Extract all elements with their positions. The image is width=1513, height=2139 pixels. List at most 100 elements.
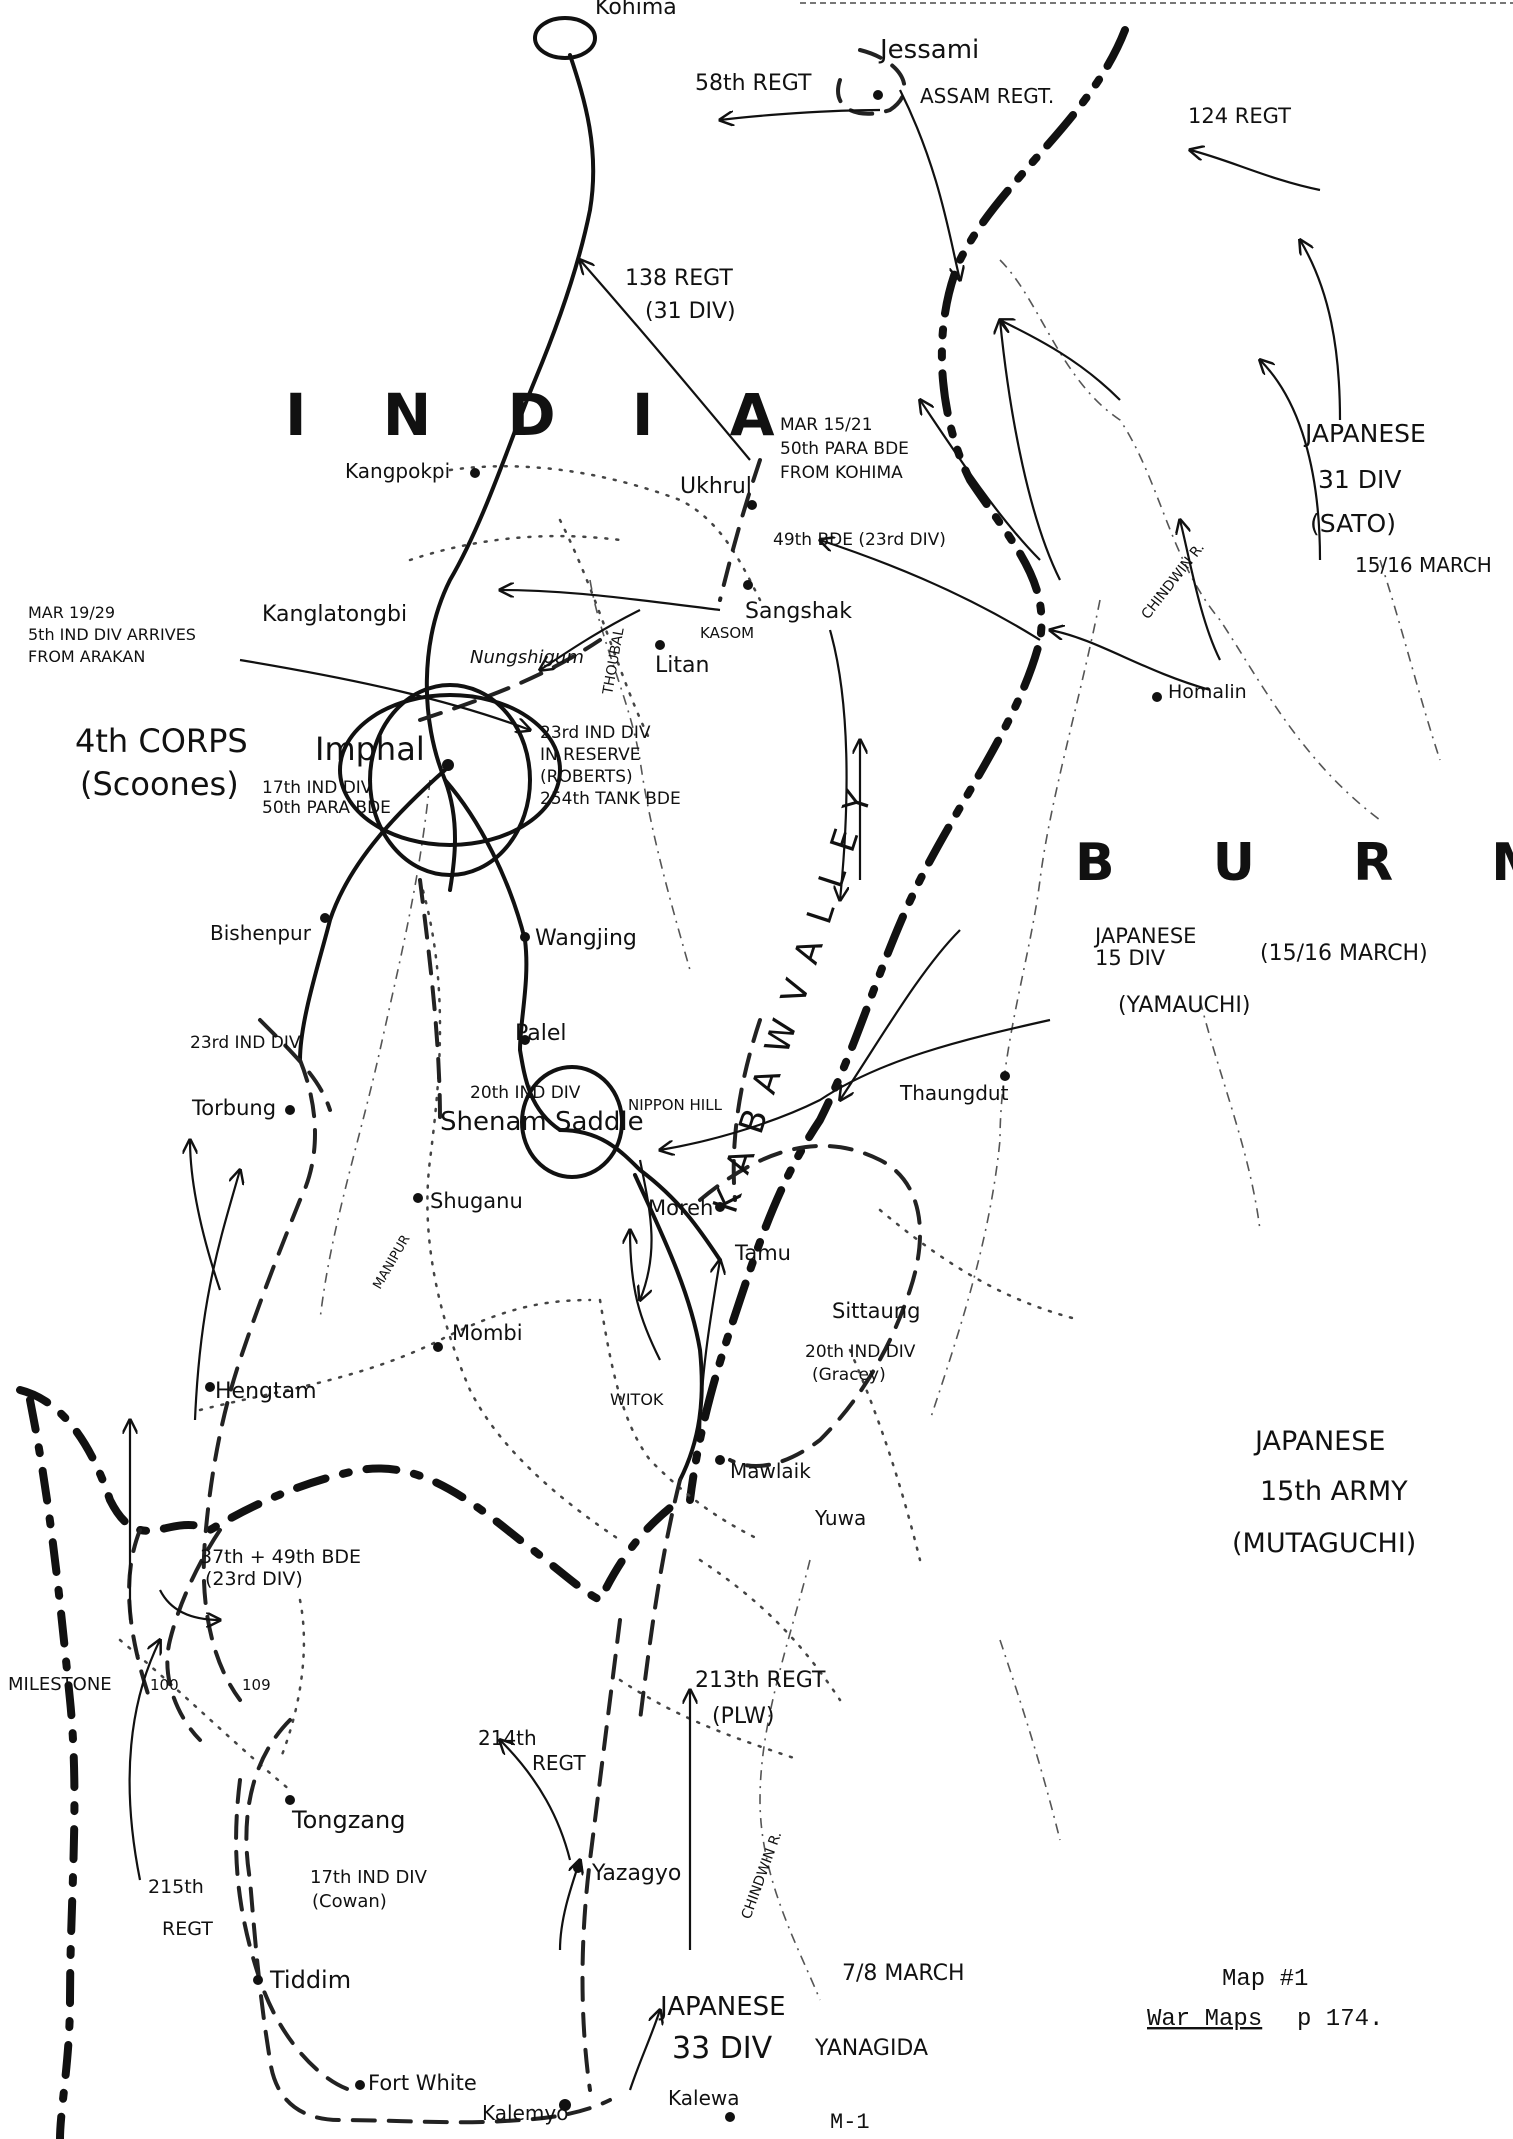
note-5th-div-line-2: 5th IND DIV ARRIVES — [28, 625, 196, 644]
unit-58th-regt: 58th REGT — [695, 71, 812, 96]
town-dot — [873, 90, 883, 100]
unit-49th-bde: 49th BDE (23rd DIV) — [773, 530, 946, 550]
town-dot — [715, 1202, 725, 1212]
town-dot — [743, 580, 753, 590]
label-milestone: MILESTONE — [8, 1674, 112, 1695]
place-tiddim: Tiddim — [269, 1966, 351, 1994]
place-mombi: Mombi — [452, 1321, 523, 1345]
frontier-line — [16, 1386, 684, 1606]
international-border — [16, 26, 1129, 2139]
town-dot — [655, 640, 665, 650]
trail-line — [698, 1558, 842, 1702]
caption-war-maps: War Maps — [1147, 2006, 1262, 2033]
trail-line — [408, 534, 622, 562]
defence-rings — [338, 16, 624, 1179]
place-shenam-saddle: Shenam Saddle — [440, 1107, 644, 1137]
place-nippon-hill: NIPPON HILL — [628, 1096, 723, 1114]
arrow-5th-ind-div — [239, 658, 530, 730]
place-yazagyo: Yazagyo — [591, 1861, 681, 1886]
unit-23rd-reserve-4: 254th TANK BDE — [540, 789, 681, 809]
place-homalin: Homalin — [1168, 681, 1247, 703]
unit-20th-south-2: (Gracey) — [812, 1365, 886, 1385]
army-line-1: JAPANESE — [1253, 1426, 1385, 1457]
jp-31-line-2: 31 DIV — [1318, 465, 1401, 494]
river-line — [759, 1559, 821, 2001]
unit-37th-bde-2: (23rd DIV) — [205, 1568, 303, 1590]
town-dot — [747, 500, 757, 510]
arrow — [540, 609, 641, 670]
unit-215-regt-1: 215th — [148, 1876, 204, 1898]
unit-17th-ind-div-imphal: 17th IND DIV — [262, 778, 373, 798]
place-nungshigum: Nungshigum — [470, 647, 584, 668]
track-ukhrul-sangshak — [718, 458, 762, 602]
track-dashed — [731, 1018, 762, 1202]
place-jessami: Jessami — [878, 35, 979, 65]
trail-line — [278, 1598, 306, 1762]
unit-213-regt-1: 213th REGT — [695, 1668, 826, 1693]
town-dot — [413, 1193, 423, 1203]
imphal-ring — [368, 683, 532, 877]
arrow-58th-regt — [720, 108, 881, 120]
place-moreh: Moreh — [648, 1196, 713, 1220]
track-tamu-sittaung — [698, 1143, 922, 1468]
note-para-line-3: FROM KOHIMA — [780, 463, 903, 483]
place-shuganu: Shuganu — [430, 1189, 523, 1213]
unit-23rd-reserve-2: IN RESERVE — [540, 745, 640, 765]
place-imphal: Imphal — [315, 730, 425, 768]
movement-arrows — [128, 89, 1342, 2091]
arrow — [1000, 320, 1061, 581]
town-dot — [559, 2099, 571, 2111]
shenam-ring — [520, 1065, 624, 1179]
place-kohima: Kohima — [595, 0, 677, 20]
note-5th-div-line-3: FROM ARAKAN — [28, 647, 145, 666]
track-dashed — [418, 878, 442, 1122]
place-kanglatongbi: Kanglatongbi — [262, 602, 407, 627]
road-imphal-bishenpur — [298, 768, 447, 1062]
arrow — [1050, 630, 1211, 692]
arrow — [193, 1170, 240, 1421]
town-dot — [573, 1863, 583, 1873]
jp-15-date: (15/16 MARCH) — [1260, 941, 1428, 966]
note-para-line-2: 50th PARA BDE — [780, 439, 909, 459]
jp-15-line-3: (YAMAUCHI) — [1118, 993, 1250, 1018]
arrow — [1000, 320, 1121, 401]
arrow — [920, 400, 1041, 561]
river-line — [1379, 559, 1441, 761]
arrow-jp-15-div — [660, 1018, 1051, 1150]
track-tiddim-kalemyo — [244, 1718, 612, 2125]
town-dot — [1000, 1071, 1010, 1081]
arrow — [128, 1640, 160, 1881]
place-torbung: Torbung — [191, 1096, 276, 1120]
unit-138-regt: 138 REGT — [625, 266, 733, 291]
arrow-214-regt — [500, 1740, 572, 1861]
place-kalemyo: Kalemyo — [482, 2101, 568, 2125]
kohima-ring — [533, 16, 597, 60]
unit-23rd-torbung: 23rd IND DIV — [190, 1033, 301, 1053]
town-dot — [442, 759, 454, 771]
frontier-line — [26, 1396, 79, 2139]
unit-50th-para-bde-imphal: 50th PARA BDE — [262, 798, 391, 818]
place-tamu: Tamu — [734, 1241, 791, 1265]
imphal-ring — [338, 693, 562, 847]
place-mawlaik: Mawlaik — [730, 1459, 811, 1483]
town-dot — [520, 1035, 530, 1045]
arrow-to-kanglatongbi — [500, 590, 721, 612]
jp-31-date: 15/16 MARCH — [1355, 553, 1492, 577]
unit-214-regt-2: REGT — [532, 1751, 586, 1775]
place-yuwa: Yuwa — [814, 1506, 866, 1530]
place-fort-white: Fort White — [368, 2071, 477, 2095]
unit-17th-tiddim-2: (Cowan) — [312, 1891, 387, 1912]
feature-chindwin-south: CHINDWIN R. — [739, 1829, 786, 1921]
place-hengtam: Hengtam — [215, 1379, 317, 1404]
place-kasom: KASOM — [700, 624, 754, 642]
town-dot — [205, 1382, 215, 1392]
army-line-3: (MUTAGUCHI) — [1232, 1528, 1416, 1559]
jp-31-line-3: (SATO) — [1310, 509, 1396, 538]
town-dot — [285, 1105, 295, 1115]
river-line — [1199, 999, 1261, 1231]
arrow — [698, 1260, 720, 1441]
track-dashed — [258, 1018, 332, 1112]
road-tamu-south — [633, 1173, 704, 1482]
place-sittaung: Sittaung — [832, 1299, 920, 1323]
place-kalewa: Kalewa — [668, 2086, 740, 2110]
